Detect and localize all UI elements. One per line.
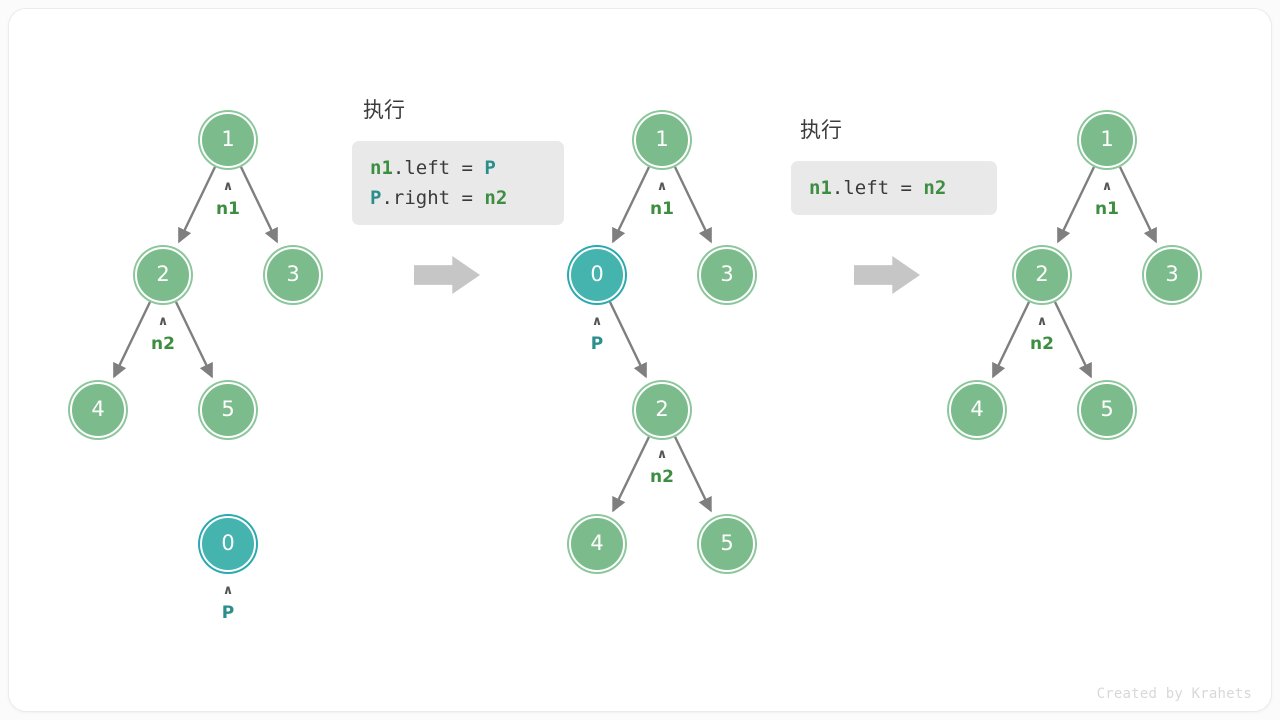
transition-arrow-1: [414, 256, 480, 294]
tree-edge: [673, 166, 713, 244]
t1-node-5: 5: [200, 382, 256, 438]
node-value: 1: [221, 126, 235, 151]
pointer-caret-icon: ∧: [222, 583, 234, 598]
t1-node-3: 3: [265, 247, 321, 303]
node-value: 1: [1100, 126, 1114, 151]
t3-node-1: 1: [1079, 112, 1135, 168]
code-token: .right =: [381, 187, 485, 209]
pointer-caret-icon: ∧: [1101, 179, 1113, 194]
node-value: 2: [1035, 261, 1049, 286]
t2-node-5: 5: [699, 516, 755, 572]
credit-text: Created by Krahets: [1096, 686, 1252, 702]
tree-edge: [612, 436, 650, 513]
tree-edge: [1118, 166, 1158, 244]
node-value: 3: [286, 261, 300, 286]
t3-node-3: 3: [1144, 247, 1200, 303]
code-token: n2: [484, 187, 508, 209]
code-line: n1.left = n2: [809, 173, 979, 203]
pointer-label: n1: [650, 199, 674, 219]
tree-edge: [674, 436, 712, 513]
tree-edges: [112, 166, 1158, 513]
node-value: 5: [720, 530, 734, 555]
step-1-exec-label: 执行: [363, 98, 405, 122]
t2-node-4: 4: [569, 516, 625, 572]
tree-edge: [611, 166, 651, 244]
t2-node-3: 3: [699, 247, 755, 303]
code-token: .left =: [831, 177, 924, 199]
code-token: n1: [370, 157, 393, 179]
pointer-caret-icon: ∧: [1036, 314, 1048, 329]
node-value: 0: [590, 261, 604, 286]
pointer-caret-icon: ∧: [656, 447, 668, 462]
code-line: P.right = n2: [370, 183, 546, 213]
t3-pointer-n2: ∧ n2: [1002, 315, 1082, 353]
tree-edge: [112, 301, 152, 379]
t1-pointer-p: ∧P: [188, 584, 268, 622]
code-token: P: [370, 187, 382, 209]
node-value: 5: [221, 396, 235, 421]
pointer-caret-icon: ∧: [656, 179, 668, 194]
t3-node-4: 4: [949, 382, 1005, 438]
tree-edge: [174, 301, 214, 379]
transition-arrow-2: [854, 256, 920, 294]
pointer-caret-icon: ∧: [222, 179, 234, 194]
t2-pointer-p: ∧P: [557, 315, 637, 353]
t3-node-5: 5: [1079, 382, 1135, 438]
t1-node-0: 0: [200, 516, 256, 572]
code-token: .left =: [392, 157, 485, 179]
node-value: 2: [156, 261, 170, 286]
pointer-caret-icon: ∧: [591, 314, 603, 329]
t2-node-1: 1: [634, 112, 690, 168]
node-value: 1: [655, 126, 669, 151]
node-value: 4: [91, 396, 105, 421]
tree-edge: [608, 301, 648, 379]
pointer-label: P: [221, 603, 235, 623]
t1-pointer-n1: ∧ n1: [188, 180, 268, 218]
step-2-code-block: n1.left = n2: [791, 161, 997, 215]
t2-node-2: 2: [634, 382, 690, 438]
t3-node-2: 2: [1014, 247, 1070, 303]
tree-edge: [1053, 301, 1093, 379]
t2-pointer-n1: ∧ n1: [622, 180, 702, 218]
tree-edge: [177, 166, 217, 244]
pointer-label: n1: [216, 199, 240, 219]
node-value: 0: [221, 530, 235, 555]
t1-node-4: 4: [70, 382, 126, 438]
t1-node-2: 2: [135, 247, 191, 303]
t1-pointer-n2: ∧ n2: [123, 315, 203, 353]
node-value: 4: [590, 530, 604, 555]
pointer-label: P: [590, 334, 604, 354]
code-token: P: [484, 157, 496, 179]
t2-node-0: 0: [569, 247, 625, 303]
code-token: n1: [809, 177, 832, 199]
tree-edge: [1056, 166, 1096, 244]
t2-pointer-n2: ∧ n2: [622, 448, 702, 486]
t1-node-1: 1: [200, 112, 256, 168]
node-value: 2: [655, 396, 669, 421]
t3-pointer-n1: ∧ n1: [1067, 180, 1147, 218]
pointer-label: n1: [1095, 199, 1119, 219]
tree-edge: [239, 166, 279, 244]
pointer-caret-icon: ∧: [157, 314, 169, 329]
node-value: 5: [1100, 396, 1114, 421]
node-value: 3: [720, 261, 734, 286]
node-value: 4: [970, 396, 984, 421]
pointer-label: n2: [650, 467, 674, 487]
step-2-exec-label: 执行: [800, 118, 842, 142]
code-token: n2: [923, 177, 947, 199]
pointer-label: n2: [151, 334, 175, 354]
code-line: n1.left = P: [370, 153, 546, 183]
pointer-label: n2: [1030, 334, 1054, 354]
transition-arrows: [414, 256, 920, 294]
tree-edge: [991, 301, 1031, 379]
node-value: 3: [1165, 261, 1179, 286]
